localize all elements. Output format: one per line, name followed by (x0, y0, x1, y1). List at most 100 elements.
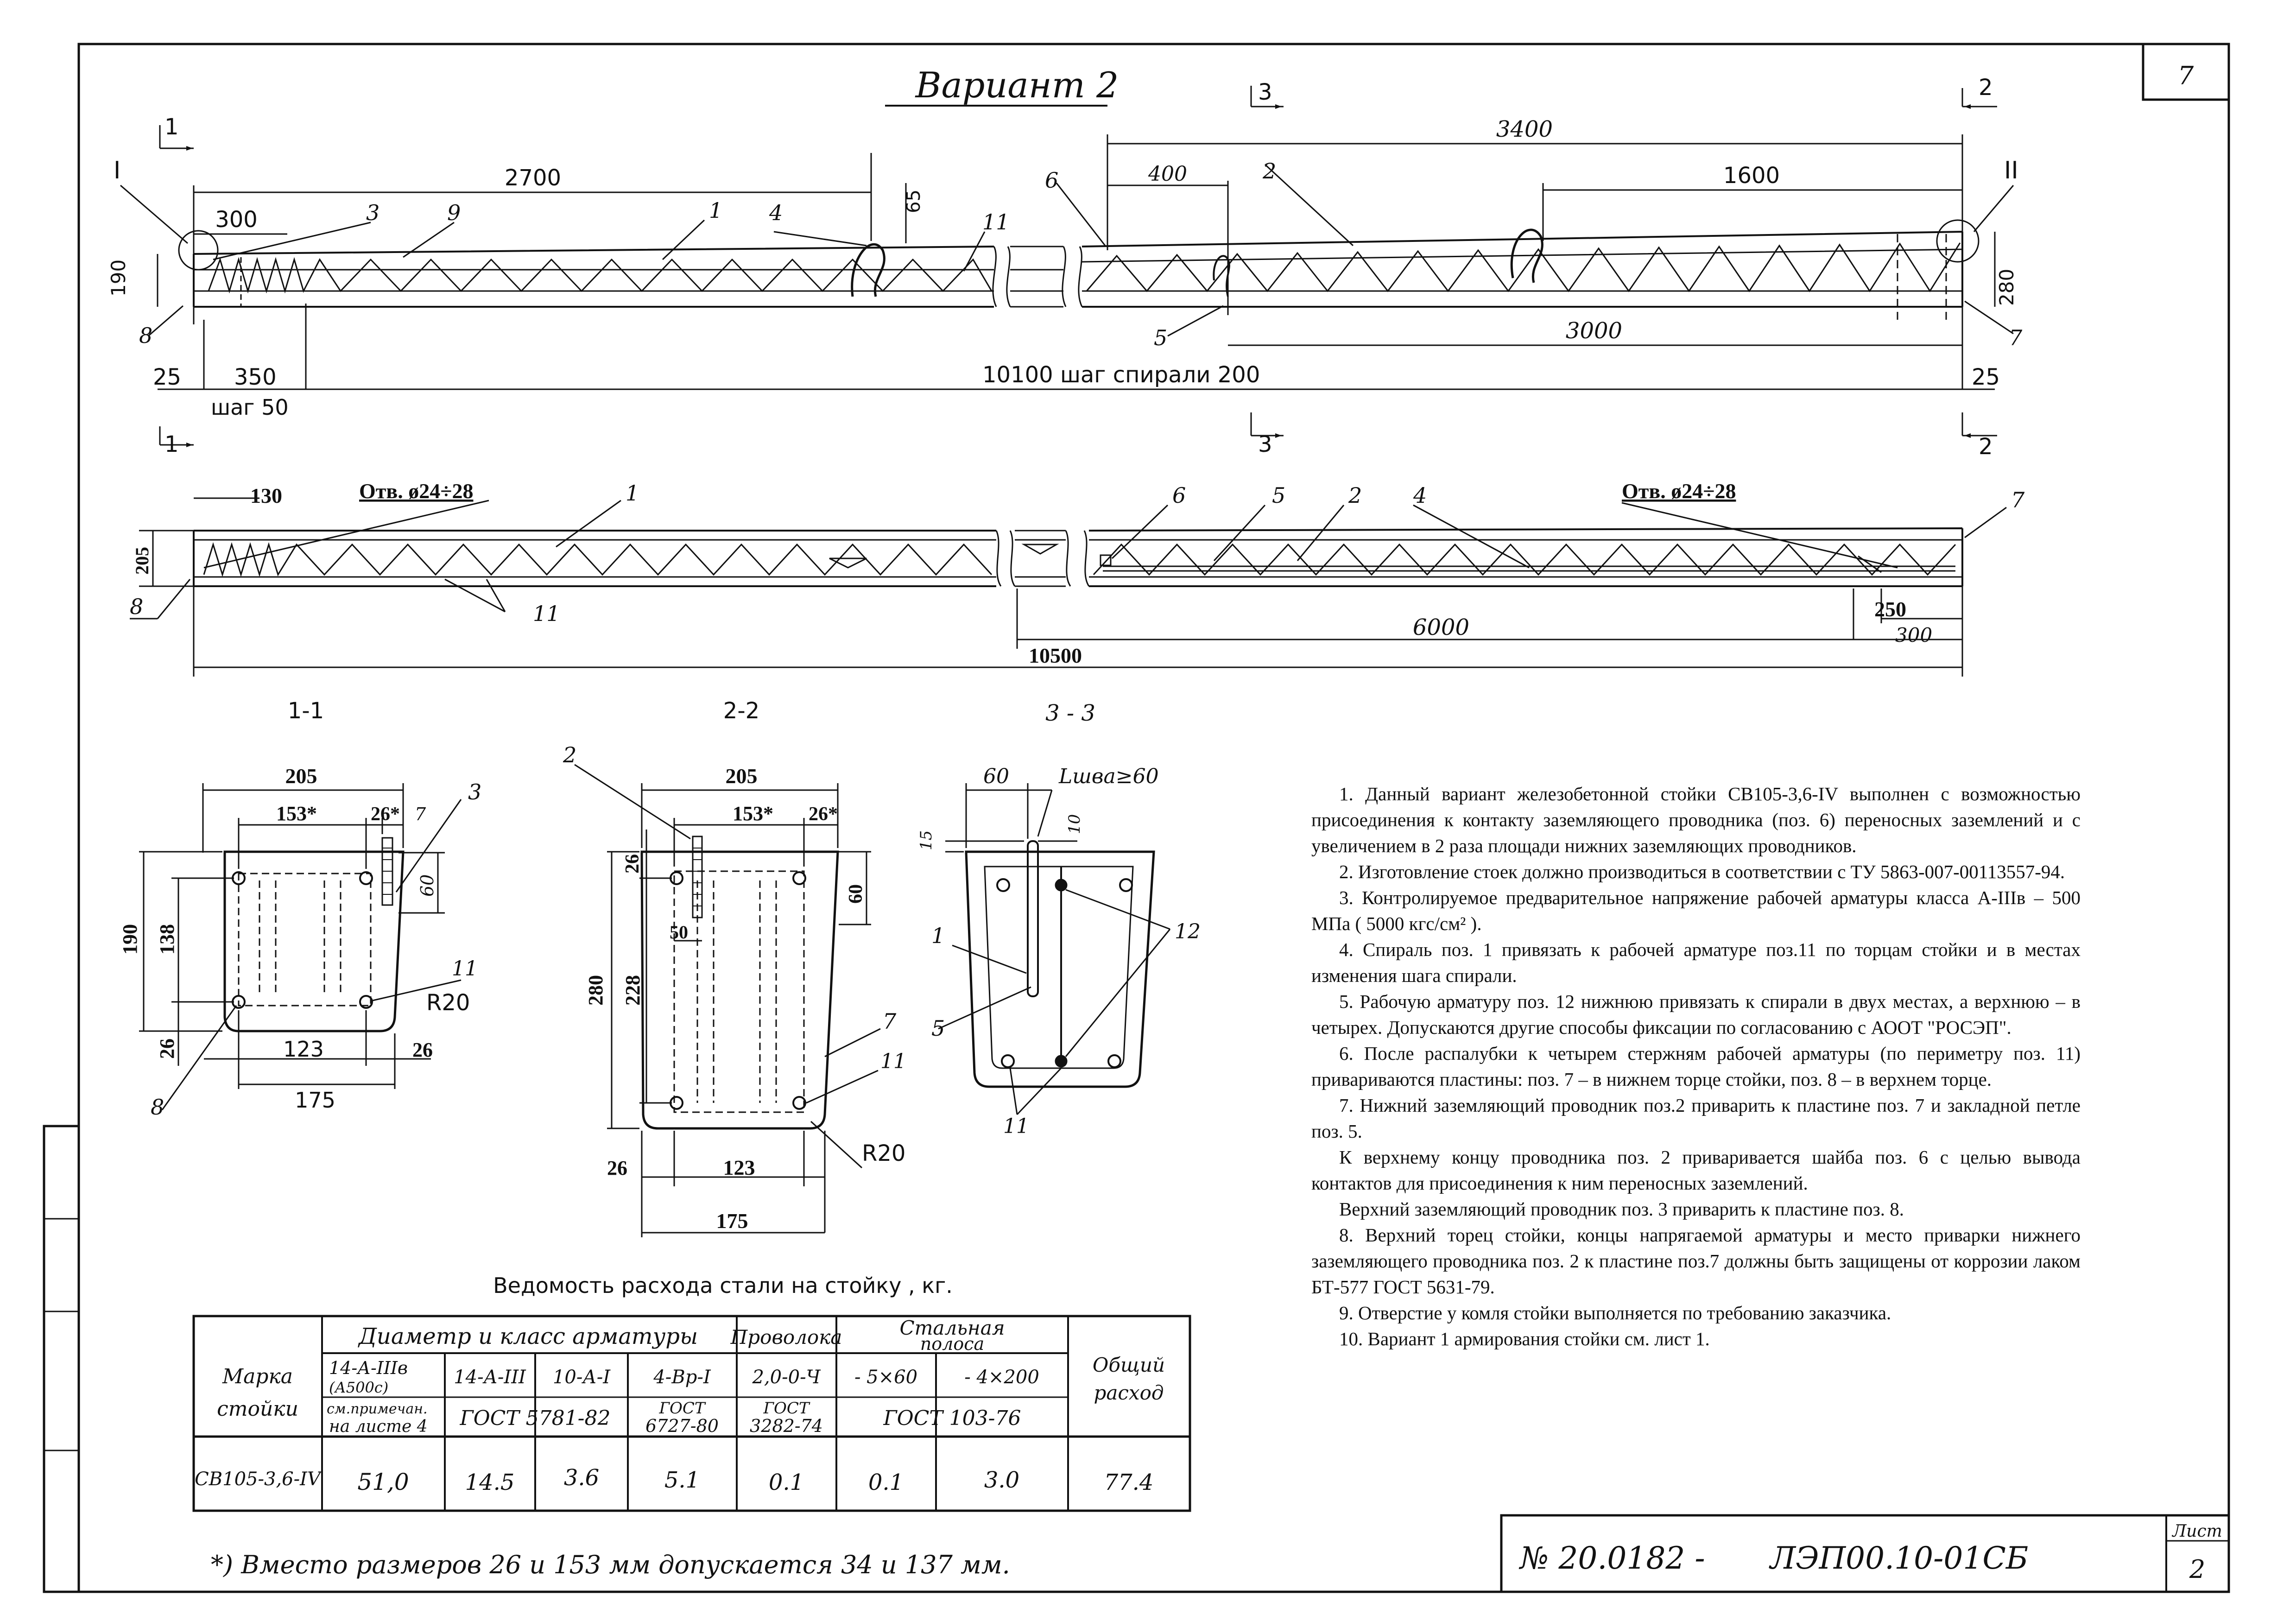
plan-dim-10500: 10500 (1029, 644, 1082, 667)
col5-top: 2,0-0-Ч (752, 1367, 821, 1388)
row-value-7: 3.0 (984, 1467, 1019, 1493)
s33-dim-60: 60 (983, 765, 1009, 788)
plan-position-7: 7 (2011, 488, 2025, 513)
section-2-2-title: 2-2 (723, 698, 759, 724)
document-number: № 20.0182 - (1518, 1540, 1705, 1576)
note-10: 10. Вариант 1 армирования стойки см. лис… (1339, 1328, 1710, 1349)
position-3: 3 (366, 200, 380, 225)
s33-dim-15: 15 (917, 830, 936, 850)
elevation-dimensions (120, 86, 2014, 446)
col2-bottom: ГОСТ 5781-82 (459, 1406, 610, 1430)
plan-dimensions (130, 497, 2007, 677)
general-notes: 1. Данный вариант железобетонной стойки … (1311, 781, 2081, 1352)
s11-position-8: 8 (151, 1095, 164, 1120)
col6-bottom: ГОСТ 103-76 (883, 1406, 1021, 1430)
col6-top: - 5×60 (854, 1367, 917, 1388)
position-1: 1 (709, 198, 722, 223)
position-7: 7 (2009, 325, 2023, 350)
col4-bottom-2: 6727-80 (645, 1416, 719, 1436)
s22-dim-26-bottom: 26 (607, 1157, 627, 1179)
note-3: 3. Контролируемое предварительное напряж… (1311, 887, 2081, 934)
table-header-mark-2: стойки (217, 1397, 298, 1421)
plan-position-4: 4 (1413, 483, 1427, 508)
section-3-3-title: 3 - 3 (1045, 700, 1095, 726)
dim-300: 300 (215, 207, 258, 233)
row-value-1: 51,0 (357, 1469, 409, 1495)
elevation-arrows (162, 104, 1995, 447)
sheet-number-top: 7 (2178, 61, 2194, 90)
node-mark-II: II (2004, 157, 2018, 184)
s11-position-11: 11 (452, 957, 478, 981)
note-7-ground-top: К верхнему концу проводника поз. 2 прива… (1311, 1146, 2081, 1194)
section-mark-2-top: 2 (1979, 75, 1993, 101)
s22-dim-50: 50 (670, 922, 688, 943)
s33-dim-10: 10 (1065, 814, 1084, 834)
s11-position-3: 3 (468, 779, 481, 804)
row-value-total: 77.4 (1104, 1469, 1154, 1495)
dim-25-right: 25 (1972, 364, 2000, 390)
pole-elevation (178, 219, 1980, 320)
dim-1600: 1600 (1723, 163, 1780, 189)
table-header-wire: Проволока (730, 1326, 842, 1349)
plan-position-5: 5 (1272, 483, 1285, 508)
dim-3400: 3400 (1496, 116, 1553, 142)
col1-bottom-1: см.примечан. (327, 1401, 428, 1417)
steel-table (192, 1315, 1191, 1512)
dim-2700: 2700 (505, 165, 561, 191)
col1-top-2: (А500с) (329, 1379, 388, 1396)
s33-weld-length: Lшва≥60 (1058, 765, 1159, 788)
note-6: 6. После распалубки к четырем стержням р… (1311, 1043, 2081, 1090)
s11-dim-205: 205 (285, 764, 317, 788)
footnote: *) Вместо размеров 26 и 153 мм допускает… (211, 1550, 1010, 1579)
dim-190: 190 (107, 260, 130, 297)
table-header-mark-1: Марка (222, 1365, 293, 1388)
section-mark-1-top: 1 (164, 114, 179, 140)
dim-overall-10100: 10100 шаг спирали 200 (982, 362, 1260, 388)
s33-position-12: 12 (1175, 920, 1201, 943)
s11-dim-138: 138 (156, 924, 178, 955)
col4-top: 4-Вр-I (653, 1367, 711, 1388)
s11-dim-175: 175 (295, 1088, 335, 1113)
dim-400: 400 (1148, 162, 1187, 186)
plan-hole-left: Отв. ø24÷28 (359, 479, 473, 503)
col2-top: 14-А-III (454, 1367, 526, 1388)
position-8: 8 (139, 323, 152, 348)
s33-position-11: 11 (1003, 1114, 1029, 1138)
plan-position-1: 1 (626, 481, 639, 506)
sheet-frame (43, 43, 2230, 1593)
section-mark-3-top: 3 (1258, 79, 1272, 105)
s11-dim-7: 7 (415, 804, 426, 824)
plan-dim-6000: 6000 (1413, 614, 1469, 640)
s22-dim-228: 228 (621, 975, 644, 1006)
table-header-total-1: Общий (1093, 1354, 1165, 1376)
col4-bottom-1: ГОСТ (658, 1399, 706, 1418)
section-mark-2-bottom: 2 (1979, 434, 1993, 460)
plan-dim-300: 300 (1895, 624, 1932, 646)
row-value-5: 0.1 (769, 1469, 804, 1495)
s22-dim-153: 153* (733, 802, 773, 825)
plan-dim-250: 250 (1874, 597, 1906, 621)
row-value-4: 5.1 (664, 1467, 700, 1493)
s22-dim-280: 280 (584, 975, 607, 1006)
section-3-3 (938, 783, 1171, 1115)
plan-position-2: 2 (1348, 483, 1362, 508)
note-2: 2. Изготовление стоек должно производить… (1339, 861, 2065, 882)
note-7: 7. Нижний заземляющий проводник поз.2 пр… (1311, 1095, 2081, 1142)
dim-65: 65 (903, 190, 924, 213)
position-5: 5 (1154, 325, 1167, 350)
table-header-strip-1: Стальная (899, 1317, 1005, 1339)
table-header-strip-2: полоса (920, 1334, 984, 1354)
note-9: 9. Отверстие у комля стойки выполняется … (1339, 1302, 1891, 1323)
s11-dim-60: 60 (417, 874, 437, 897)
s11-radius-R20: R20 (426, 990, 470, 1016)
spiral-step-50: шаг 50 (211, 395, 289, 420)
pole-plan (193, 527, 1963, 587)
row-value-2: 14.5 (465, 1469, 515, 1495)
row-mark: СВ105-3,6-IV (195, 1469, 323, 1490)
col1-bottom-2: на листе 4 (329, 1417, 428, 1436)
s22-dim-26-vertical: 26 (622, 854, 643, 874)
s22-position-7: 7 (883, 1009, 897, 1034)
s22-dim-123: 123 (723, 1156, 755, 1179)
s11-dim-26-star: 26* (371, 804, 400, 825)
